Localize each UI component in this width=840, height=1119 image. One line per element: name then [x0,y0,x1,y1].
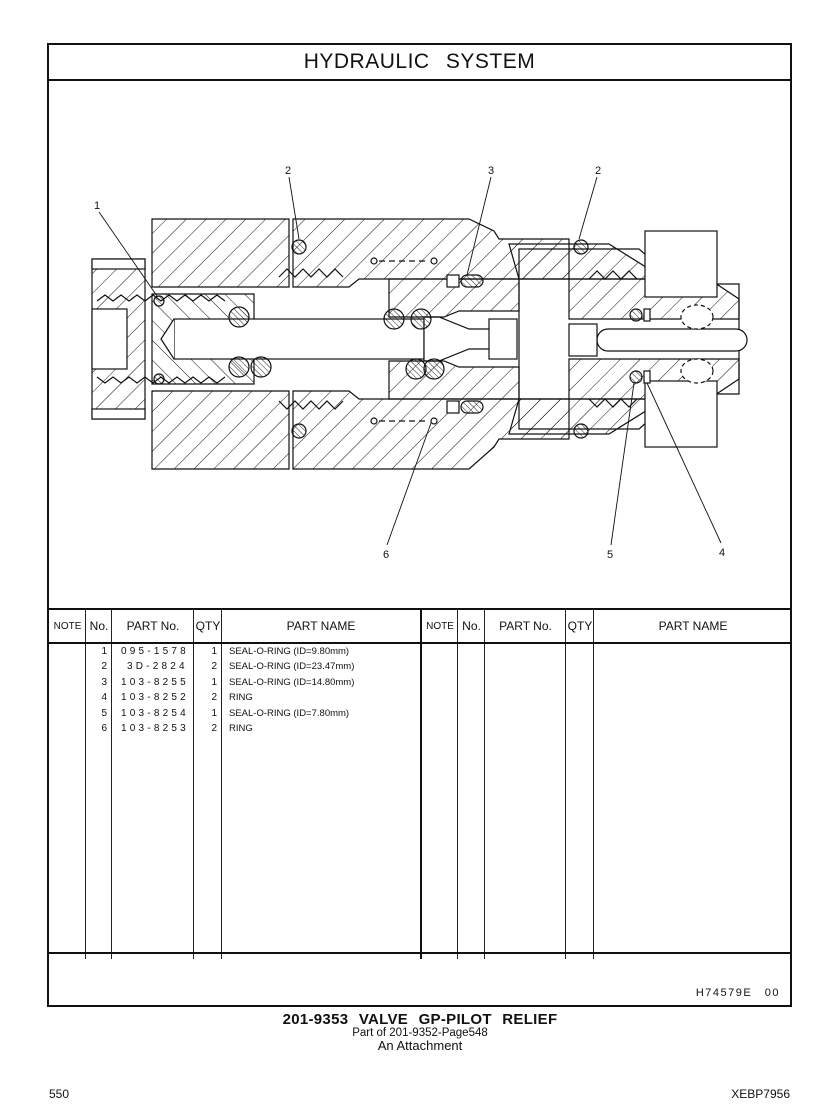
locknut-upper [644,230,718,298]
illustration-code: H74579E 00 [695,987,780,999]
row-part-no: 3D-2824 [121,661,188,673]
o-ring-item-1-upper [153,295,165,307]
table-header-left: NOTE No. PART No. QTY PART NAME [49,610,420,644]
table-header-right: NOTE No. PART No. QTY PART NAME [422,610,792,644]
ring-item-4-lower [643,370,651,384]
table-row: 4 103-8252 2 RING [49,690,420,705]
leader-4 [646,382,722,544]
table-row: 1 095-1578 1 SEAL-O-RING (ID=9.80mm) [49,644,420,659]
assembly-note: An Attachment [377,1038,463,1053]
row-no: 2 [101,661,107,673]
valve-cross-section-drawing: 1 2 3 2 6 5 4 [49,79,790,608]
o-ring-item-2-left-upper [291,239,307,255]
row-no: 4 [101,692,107,704]
leader-2a [288,176,300,240]
o-ring-item-3-lower [460,400,484,414]
document-id: XEBP7956 [731,1087,790,1101]
parts-table-left: NOTE No. PART No. QTY PART NAME 1 095-15… [49,610,420,959]
row-no: 5 [101,707,107,719]
header-no: No. [89,619,109,633]
ring-item-4-upper [643,308,651,322]
illustration-footer: H74579E 00 [49,952,790,1005]
row-qty: 1 [211,707,217,719]
parts-table: NOTE No. PART No. QTY PART NAME 1 095-15… [49,608,792,959]
stem-ring [228,306,250,328]
ring-item-6-b [430,417,438,425]
row-part-name: SEAL-O-RING (ID=14.80mm) [229,676,355,688]
header-note: NOTE [426,620,454,632]
row-part-no: 103-8254 [121,707,189,719]
header-part-name: PART NAME [286,619,356,633]
row-part-no: 103-8255 [121,676,189,688]
row-part-no: 103-8252 [121,692,189,704]
body-lower-left [151,390,290,470]
row-part-name: SEAL-O-RING (ID=9.80mm) [229,646,350,657]
callout-1: 1 [94,200,100,212]
leader-3 [466,176,492,276]
o-ring-item-2-right-lower [573,423,589,439]
row-qty: 2 [211,661,217,673]
leader-2b [578,176,598,240]
row-qty: 1 [211,646,217,657]
title-bar: HYDRAULIC SYSTEM [49,45,790,81]
section-title: HYDRAULIC SYSTEM [303,50,536,73]
ring-item-6-a [370,257,378,265]
drawing-geometry [91,176,748,546]
header-note: NOTE [53,620,82,632]
callout-4: 4 [719,547,725,559]
row-part-no: 095-1578 [121,646,189,657]
assembly-title: 201-9353 VALVE GP-PILOT RELIEF [282,1011,558,1028]
table-rows-left: 1 095-1578 1 SEAL-O-RING (ID=9.80mm) 2 3… [49,644,420,736]
o-ring-item-1-lower [153,373,165,385]
table-row: 2 3D-2824 2 SEAL-O-RING (ID=23.47mm) [49,659,420,674]
row-part-name: RING [229,722,253,734]
row-part-name: SEAL-O-RING (ID=23.47mm) [229,661,355,673]
o-ring-item-2-left-lower [291,423,307,439]
header-part-no: PART No. [126,619,180,633]
leader-1 [98,211,158,297]
row-qty: 1 [211,676,217,688]
page-frame: HYDRAULIC SYSTEM [47,43,792,1007]
o-ring-item-3-upper [460,274,484,288]
leader-6 [386,422,432,546]
header-part-no: PART No. [499,619,552,633]
callout-6: 6 [383,549,389,561]
callout-2-right: 2 [595,165,601,177]
locknut-lower [644,380,718,448]
callout-5: 5 [607,549,613,561]
parts-table-right: NOTE No. PART No. QTY PART NAME [420,610,792,959]
body-upper-left [151,218,290,288]
callout-3: 3 [488,165,494,177]
row-qty: 2 [211,722,217,734]
adjust-pin [596,328,748,352]
row-part-no: 103-8253 [121,722,189,734]
leader-5 [610,382,635,546]
table-row: 5 103-8254 1 SEAL-O-RING (ID=7.80mm) [49,706,420,721]
row-part-name: SEAL-O-RING (ID=7.80mm) [229,707,350,719]
row-no: 6 [101,722,107,734]
callout-labels: 1 2 3 2 6 5 4 [94,165,725,561]
table-row: 6 103-8253 2 RING [49,721,420,736]
row-no: 3 [101,676,107,688]
header-qty: QTY [195,619,221,633]
valve-drawing-svg: 1 2 3 2 6 5 4 [91,165,748,561]
table-row: 3 103-8255 1 SEAL-O-RING (ID=14.80mm) [49,675,420,690]
header-part-name: PART NAME [658,619,728,633]
row-part-name: RING [229,692,253,704]
body-lower-mid [292,390,570,470]
row-no: 1 [101,646,107,657]
o-ring-item-2-right-upper [573,239,589,255]
page-number: 550 [49,1087,70,1101]
nut-bore [91,308,128,370]
assembly-reference: Part of 201-9352-Page548 [352,1027,488,1039]
header-no: No. [462,619,481,633]
o-ring-item-5-lower [629,370,643,384]
row-qty: 2 [211,692,217,704]
o-ring-item-5-upper [629,308,643,322]
callout-2-left: 2 [285,165,291,177]
header-qty: QTY [567,619,593,633]
